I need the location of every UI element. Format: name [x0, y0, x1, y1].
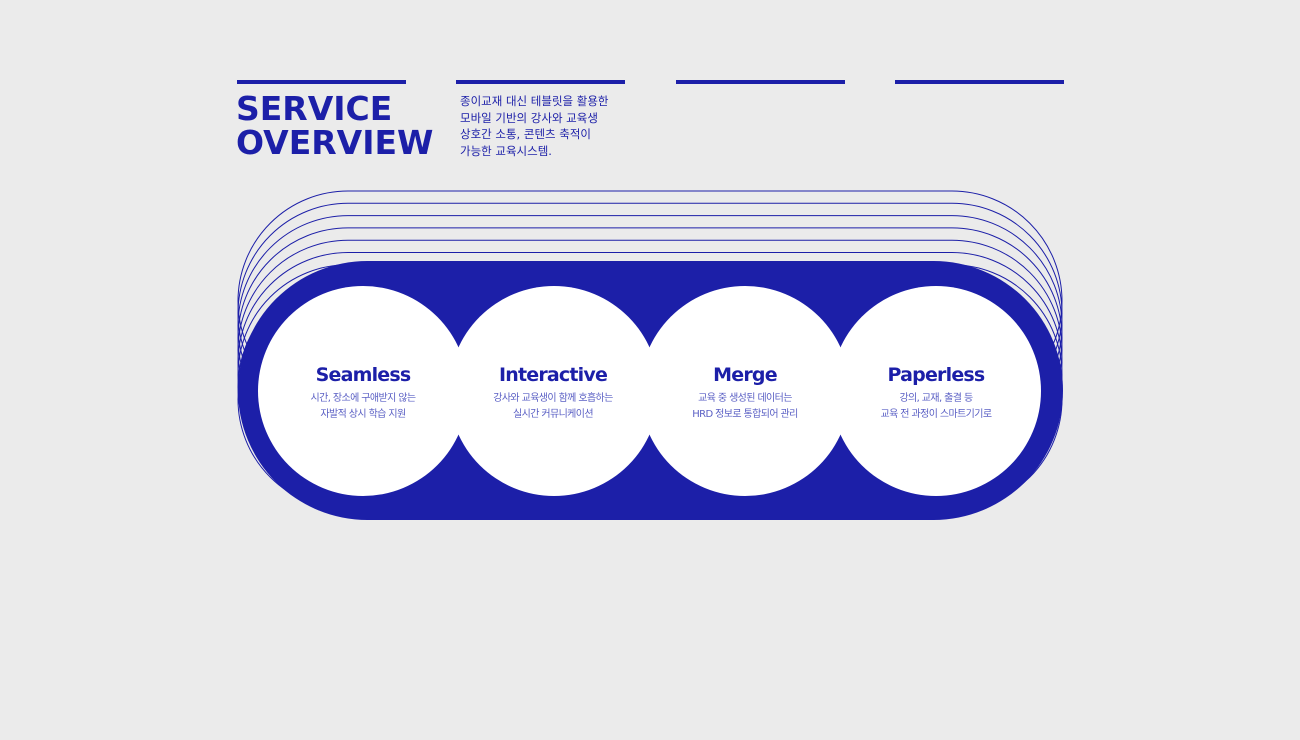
feature-circle [258, 286, 468, 496]
feature-circle [640, 286, 850, 496]
feature-card-seamless: Seamless 시간, 장소에 구애받지 않는 자발적 상시 학습 지원 [258, 363, 468, 423]
feature-desc-line-2: 교육 전 과정이 스마트기기로 [880, 409, 993, 420]
header-rule-3 [676, 80, 845, 84]
description-line-3: 상호간 소통, 콘텐츠 축적이 [460, 127, 592, 141]
service-description: 종이교재 대신 테블릿을 활용한 모바일 기반의 강사와 교육생 상호간 소통,… [460, 93, 660, 159]
feature-desc-line-2: 자발적 상시 학습 지원 [320, 409, 406, 420]
page-title: SERVICE OVERVIEW [236, 92, 433, 160]
feature-title: Merge [713, 364, 777, 386]
page-title-line-2: OVERVIEW [236, 123, 434, 162]
description-line-1: 종이교재 대신 테블릿을 활용한 [460, 94, 609, 108]
feature-card-merge: Merge 교육 중 생성된 데이터는 HRD 정보로 통합되어 관리 [640, 363, 850, 423]
header-rule-1 [237, 80, 406, 84]
description-line-4: 가능한 교육시스템. [460, 143, 552, 158]
feature-circle [449, 286, 659, 496]
feature-circle [831, 286, 1041, 496]
feature-card-paperless: Paperless 강의, 교재, 출결 등 교육 전 과정이 스마트기기로 [831, 363, 1041, 423]
feature-title: Interactive [498, 364, 608, 386]
feature-desc-line-1: 강의, 교재, 출결 등 [899, 393, 973, 404]
feature-desc-line-1: 강사와 교육생이 함께 호흡하는 [493, 393, 613, 404]
feature-title: Seamless [315, 364, 412, 386]
feature-desc-line-1: 시간, 장소에 구애받지 않는 [310, 393, 417, 404]
header-rule-4 [895, 80, 1064, 84]
feature-card-interactive: Interactive 강사와 교육생이 함께 호흡하는 실시간 커뮤니케이션 [448, 363, 658, 423]
feature-desc-line-2: HRD 정보로 통합되어 관리 [692, 409, 798, 420]
description-line-2: 모바일 기반의 강사와 교육생 [460, 110, 598, 125]
feature-desc-line-1: 교육 중 생성된 데이터는 [698, 393, 792, 404]
feature-circles [258, 286, 1041, 496]
feature-title: Paperless [887, 364, 986, 386]
header-rule-2 [456, 80, 625, 84]
feature-desc-line-2: 실시간 커뮤니케이션 [513, 409, 594, 420]
page-title-line-1: SERVICE [236, 89, 393, 128]
